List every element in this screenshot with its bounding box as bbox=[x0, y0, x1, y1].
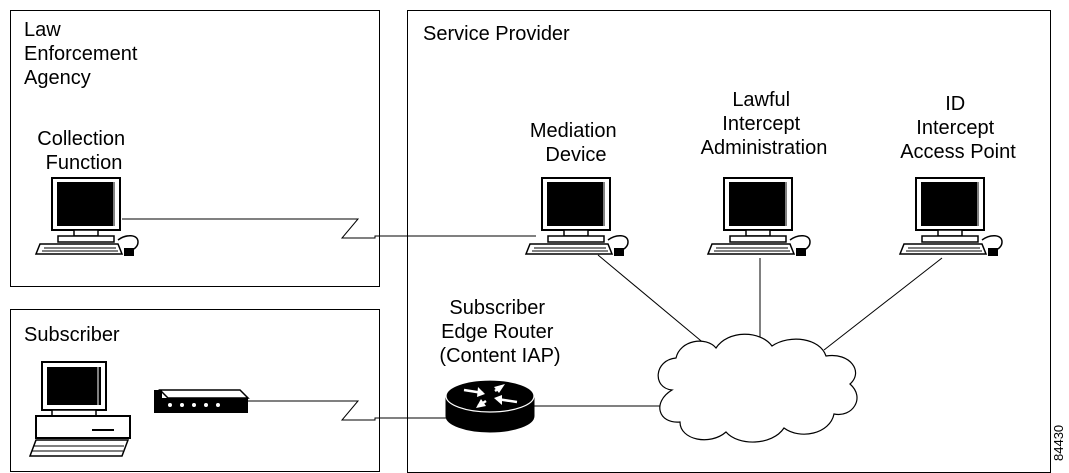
link-modem-to-router bbox=[248, 400, 446, 421]
subscriber-modem-icon bbox=[154, 389, 250, 413]
li-administration-label: Lawful Intercept Administration bbox=[701, 89, 828, 159]
mediation-device-workstation-icon bbox=[525, 177, 629, 257]
network-cloud-icon bbox=[657, 333, 858, 443]
law-enforcement-title: Law Enforcement Agency bbox=[24, 19, 143, 89]
collection-function-workstation-icon bbox=[35, 177, 139, 257]
link-collection-to-mediation bbox=[122, 218, 536, 239]
figure-number: 84430 bbox=[1051, 425, 1066, 461]
id-iap-label: ID Intercept Access Point bbox=[900, 93, 1016, 163]
id-iap-workstation-icon bbox=[899, 177, 1003, 257]
edge-router-label: Subscriber Edge Router (Content IAP) bbox=[439, 297, 560, 367]
mediation-device-label: Mediation Device bbox=[530, 120, 622, 166]
li-administration-workstation-icon bbox=[707, 177, 811, 257]
subscriber-desktop-pc-icon bbox=[28, 361, 131, 457]
edge-router-icon bbox=[445, 379, 535, 433]
link-mediation-to-network bbox=[597, 254, 707, 346]
collection-function-label: Collection Function bbox=[37, 128, 130, 174]
link-iap-to-network bbox=[823, 257, 943, 351]
subscriber-region bbox=[10, 309, 380, 472]
subscriber-title: Subscriber bbox=[24, 324, 120, 346]
law-enforcement-region bbox=[10, 10, 380, 287]
service-provider-title: Service Provider bbox=[423, 23, 570, 45]
